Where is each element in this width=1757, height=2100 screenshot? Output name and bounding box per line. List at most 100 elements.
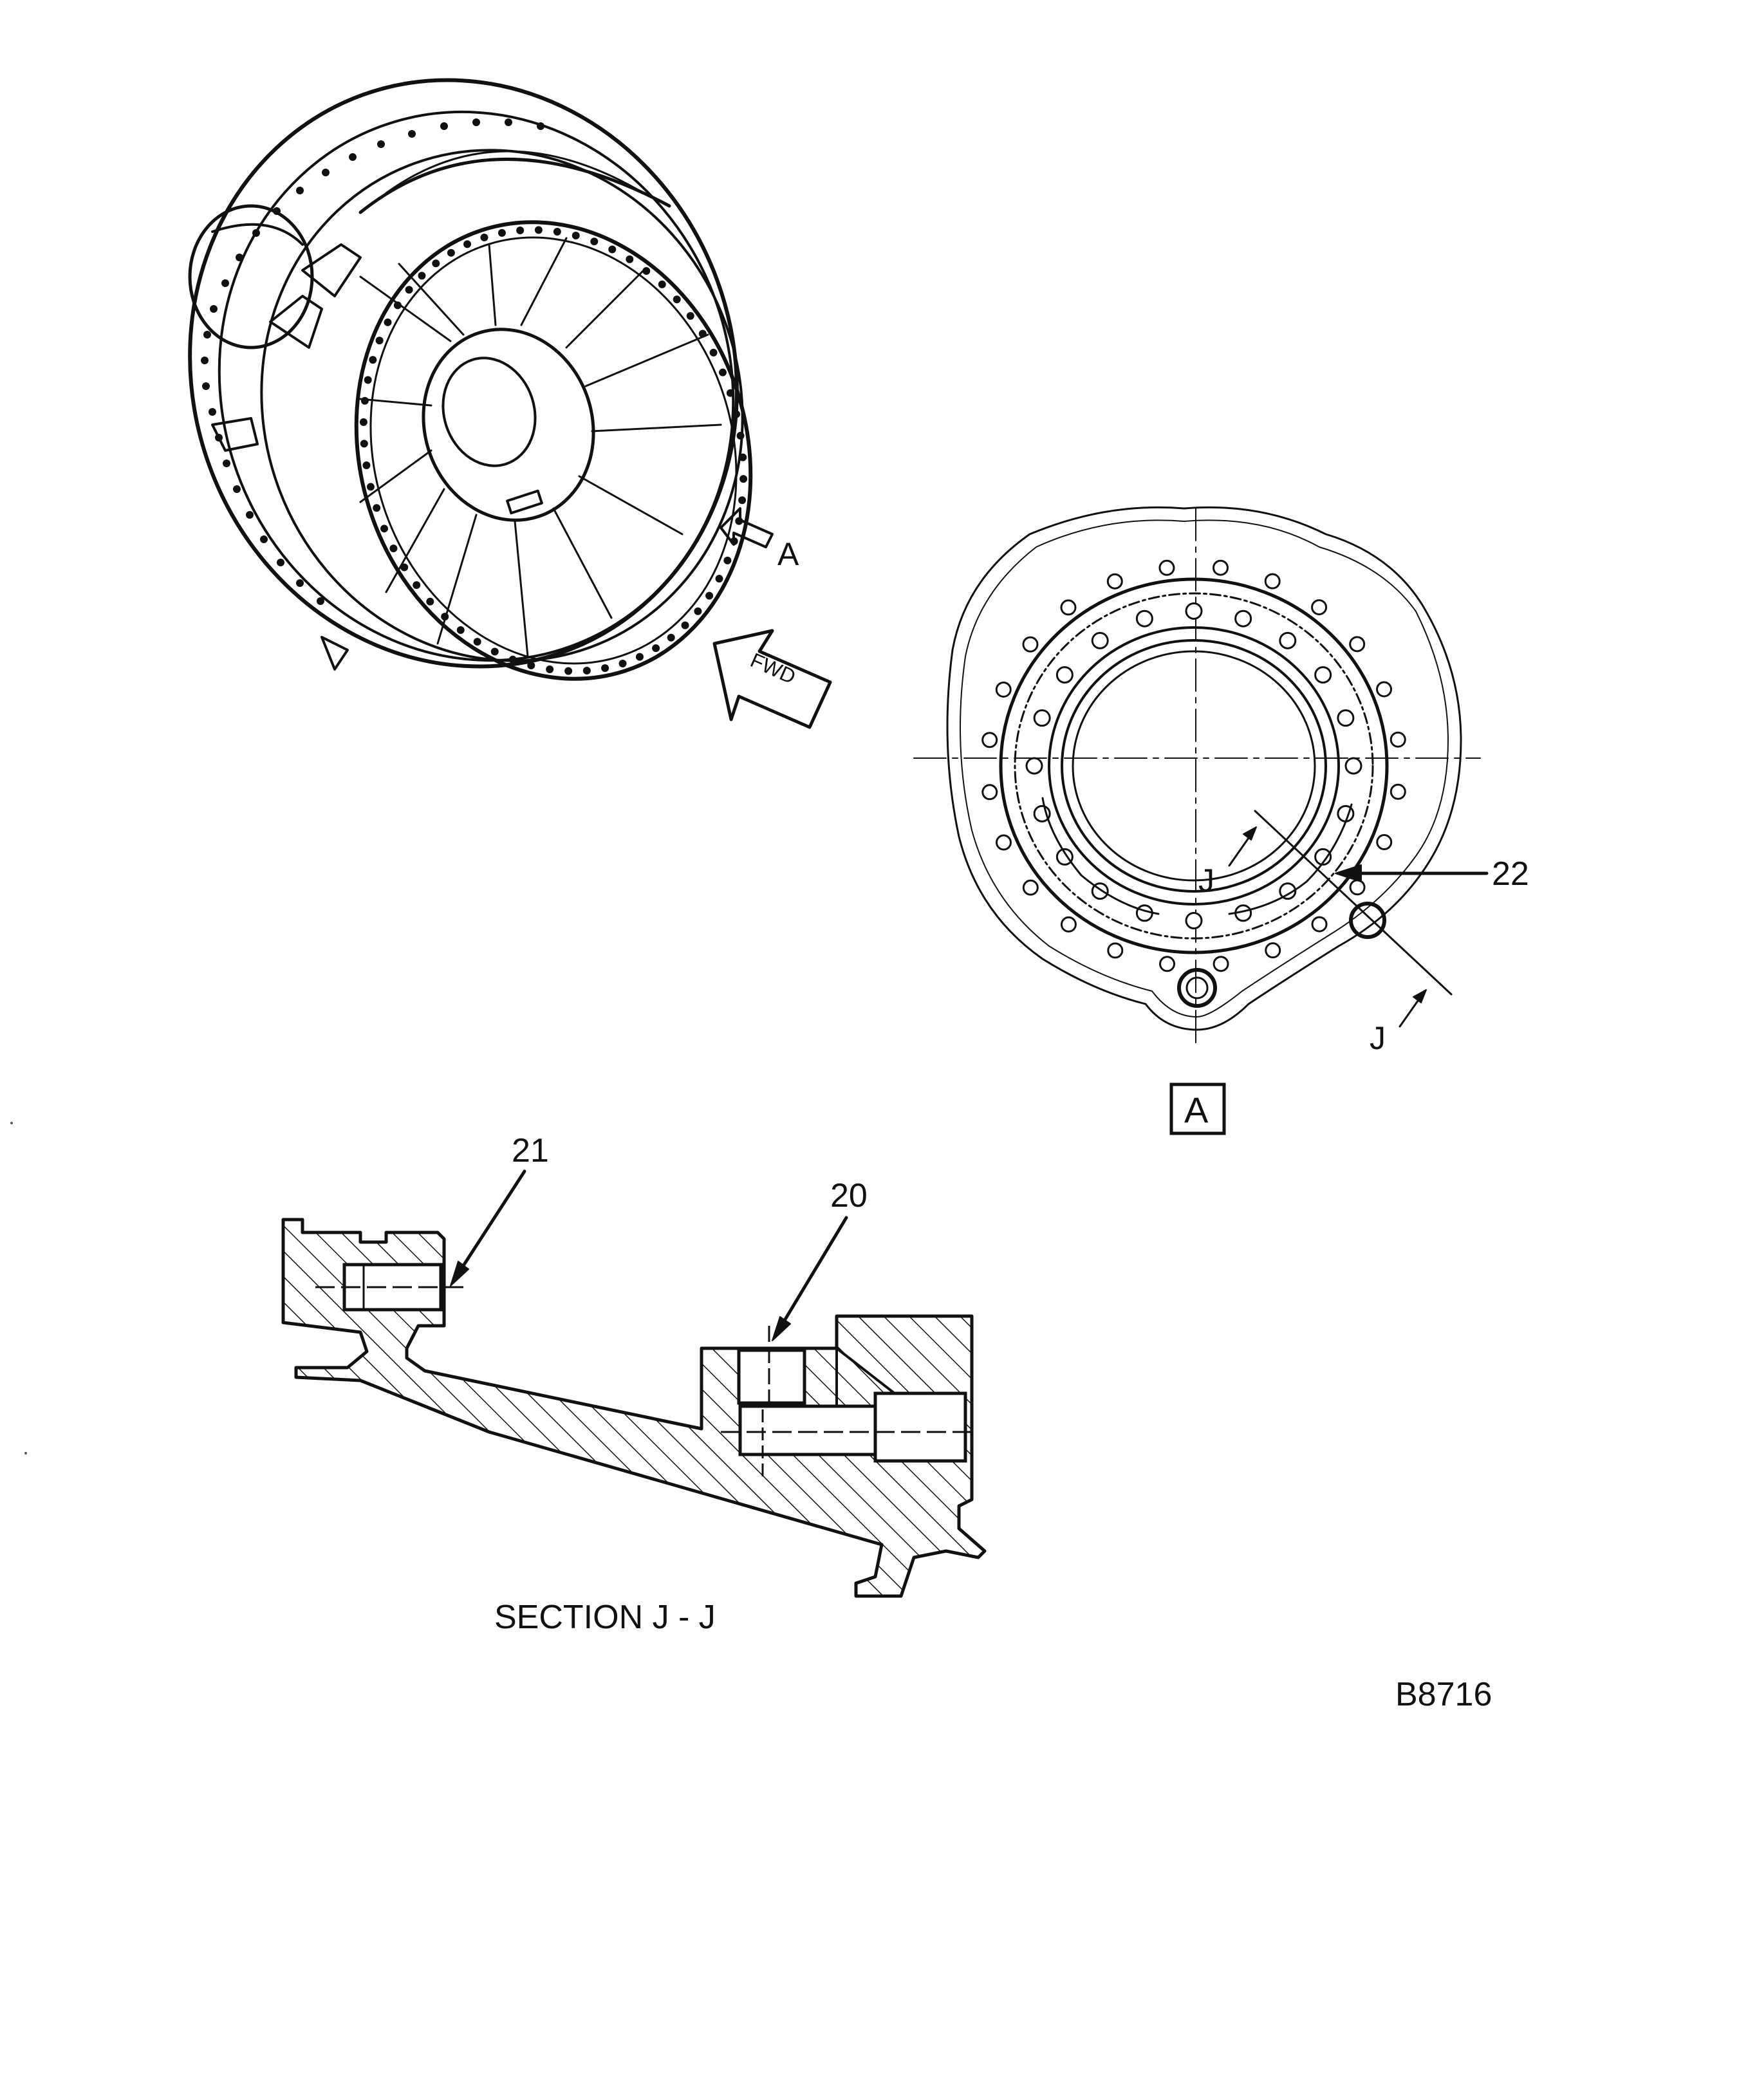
view-a-bolt-hole	[1390, 783, 1406, 800]
fan-ring-bolt	[601, 664, 609, 673]
fan-ring-bolt	[508, 655, 517, 664]
fwd-arrow-label: FWD	[747, 648, 799, 689]
fan-ring-bolt	[413, 581, 421, 590]
fan-ring-bolt	[516, 226, 525, 234]
view-a-bolt-hole	[1213, 956, 1229, 972]
fan-ring-bolt	[686, 311, 694, 320]
view-a-bolt-hole	[1279, 882, 1297, 900]
view-a-bolt-hole	[1279, 631, 1297, 649]
view-a-bolt-hole	[1265, 942, 1281, 959]
fan-ring-bolt	[359, 418, 367, 426]
fan-ring-bolt	[608, 245, 617, 254]
view-a-bolt-hole	[1022, 636, 1039, 653]
fan-ring-bolt	[553, 228, 561, 236]
view-a-bolt-hole	[1349, 879, 1366, 896]
fan-ring-bolt	[546, 665, 554, 673]
view-a-arrow-label: A	[777, 536, 799, 572]
fan-ring-bolt	[490, 647, 499, 656]
fan-ring-bolt	[673, 295, 681, 304]
view-a-bolt-hole	[1022, 879, 1039, 896]
fan-ring-bolt	[626, 255, 634, 263]
fan-ring-bolts	[359, 226, 748, 675]
view-a-bolt-hole	[1314, 848, 1332, 866]
view-a-bolt-hole	[981, 732, 998, 748]
view-a-bolt-hole	[1060, 916, 1077, 933]
callout-20-label: 20	[830, 1177, 868, 1214]
section-j-cut-line	[1228, 810, 1453, 1028]
view-a-bolt-hole	[1376, 681, 1393, 698]
fan-ring-bolt	[405, 286, 413, 294]
view-a-bolt-hole	[1390, 731, 1406, 748]
view-a-bolt-hole	[1314, 666, 1332, 684]
view-a-bolt-hole	[1158, 559, 1175, 576]
fan-ring-bolt	[667, 633, 675, 642]
fan-ring-bolt	[642, 267, 651, 275]
callout-21-label: 21	[512, 1132, 549, 1169]
fan-ring-bolt	[463, 240, 472, 248]
fan-ring-bolt	[380, 525, 389, 533]
view-a-bolt-hole	[1311, 599, 1328, 616]
fan-ring-bolt	[705, 591, 714, 600]
fan-ring-bolt	[738, 496, 747, 505]
callout-22-label: 22	[1492, 855, 1529, 893]
outer-flange-bolts	[201, 118, 544, 605]
fan-ring-bolt	[447, 248, 455, 257]
section-caption: SECTION J - J	[494, 1599, 716, 1636]
fan-ring-bolt	[418, 272, 426, 280]
fan-ring-bolt	[527, 661, 535, 669]
fan-ring-bolt	[590, 237, 599, 246]
view-a-bolt-hole	[981, 784, 998, 801]
view-a-bolt-hole	[1060, 599, 1077, 616]
view-a-bolt-hole	[1185, 602, 1203, 620]
figure-id: B8716	[1395, 1676, 1492, 1713]
fan-ring-bolt	[364, 376, 372, 384]
view-a-bolt-hole	[1344, 757, 1362, 775]
fan-ring-bolt	[582, 667, 591, 675]
fan-ring-bolt	[718, 368, 727, 376]
view-a-flange-face	[913, 506, 1481, 1043]
view-a-bolt-hole	[1159, 956, 1176, 972]
fan-ring-bolt	[432, 259, 440, 268]
view-a-bolt-hole	[1107, 942, 1124, 959]
view-a-bolt-hole	[1376, 834, 1393, 851]
view-a-bolt-hole	[1135, 609, 1153, 627]
view-a-bolt-hole	[1055, 848, 1074, 866]
stray-mark	[10, 1122, 13, 1124]
fan-ring-bolt	[360, 440, 368, 448]
section-j-j-profile	[281, 1218, 987, 1598]
fan-ring-bolt	[362, 461, 371, 470]
fan-ring-bolt	[694, 607, 702, 615]
view-a-bolt-hole	[1025, 757, 1043, 775]
fan-ring-bolt	[652, 644, 660, 653]
fan-ring-bolt	[393, 301, 402, 310]
fan-ring-bolt	[456, 626, 465, 634]
fan-ring-bolt	[635, 653, 644, 661]
fan-ring-bolt	[375, 337, 384, 345]
fan-ring-bolt	[681, 621, 689, 629]
fan-ring-bolt	[366, 483, 375, 491]
view-a-bolt-hole	[1349, 636, 1366, 653]
fan-ring-bolt	[739, 453, 747, 461]
section-j-lower-label: J	[1370, 1020, 1386, 1056]
fan-ring-bolt	[426, 597, 434, 606]
section-j-upper-label: J	[1198, 862, 1214, 898]
fan-ring-bolt	[564, 667, 573, 675]
view-a-bolt-hole	[995, 834, 1012, 851]
fan-ring-bolt	[384, 318, 392, 326]
fan-ring-bolt	[726, 389, 734, 397]
fan-struts	[359, 237, 722, 658]
view-a-bolt-hole	[1091, 631, 1109, 649]
fan-ring-bolt	[389, 544, 398, 553]
view-a-bolt-holes	[981, 559, 1406, 972]
view-a-arrow	[720, 507, 774, 548]
fan-ring-bolt	[497, 228, 506, 237]
view-a-bolt-hole	[1185, 912, 1203, 930]
callout-21-leader	[450, 1169, 526, 1287]
fan-ring-bolt	[572, 232, 580, 240]
fan-ring-bolt	[732, 410, 741, 418]
stray-mark	[24, 1452, 27, 1454]
fan-ring-bolt	[534, 226, 543, 234]
callout-20-leader	[772, 1216, 848, 1341]
view-a-bolt-hole	[1212, 559, 1229, 576]
